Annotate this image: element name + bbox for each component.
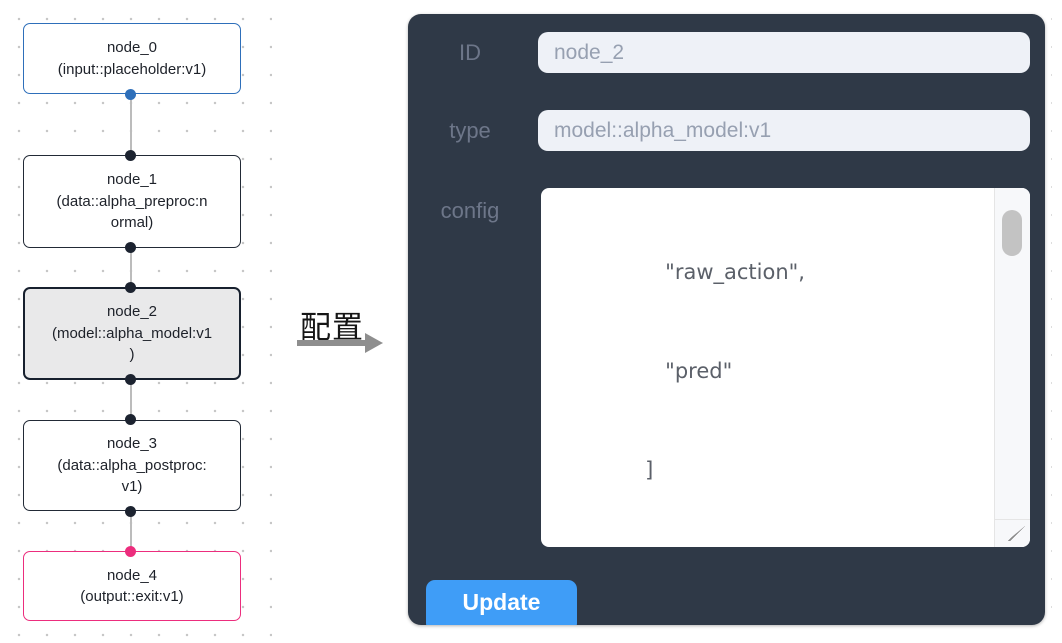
node-type-line: (data::alpha_preproc:n — [56, 192, 208, 210]
node-type-line: ormal) — [110, 214, 154, 232]
node-node_3[interactable]: node_3 (data::alpha_postproc: v1) — [23, 420, 241, 511]
port-handle-node4-in[interactable] — [125, 546, 136, 557]
node-type-line: (model::alpha_model:v1 — [51, 324, 213, 342]
node-title: node_1 — [106, 171, 158, 189]
node-type-line: ) — [129, 346, 135, 364]
node-config-panel: ID type config "raw_action", "pred" ] }, — [408, 14, 1045, 625]
node-node_0[interactable]: node_0 (input::placeholder:v1) — [23, 23, 241, 94]
node-title: node_2 — [106, 303, 158, 321]
config-textarea[interactable]: "raw_action", "pred" ] }, "trace": { "sc… — [541, 188, 1030, 547]
type-input[interactable] — [538, 110, 1030, 151]
right-arrow-icon — [297, 340, 367, 346]
config-scrollbar-thumb[interactable] — [1002, 210, 1022, 256]
id-field-label: ID — [459, 40, 481, 65]
node-type-line: v1) — [121, 478, 143, 496]
panel-canvas: ID type config "raw_action", "pred" ] }, — [392, 0, 1052, 631]
port-handle-node3-in[interactable] — [125, 414, 136, 425]
scrollbar-divider — [995, 519, 1030, 520]
port-handle-node2-in[interactable] — [125, 282, 136, 293]
node-title: node_0 — [106, 39, 158, 56]
node-node_1[interactable]: node_1 (data::alpha_preproc:n ormal) — [23, 155, 241, 248]
right-arrow-head-icon — [365, 333, 383, 353]
config-scrollbar-track — [994, 188, 1030, 547]
node-node_4[interactable]: node_4 (output::exit:v1) — [23, 551, 241, 621]
edge-node1-node2 — [130, 248, 132, 287]
id-input[interactable] — [538, 32, 1030, 73]
config-json-content: "raw_action", "pred" ] }, "trace": { "sc… — [545, 190, 993, 547]
edge-node3-node4 — [130, 511, 132, 551]
port-handle-node2-out[interactable] — [125, 374, 136, 385]
config-annotation-label: 配置 — [300, 310, 364, 345]
port-handle-node1-out[interactable] — [125, 242, 136, 253]
node-type-line: (output::exit:v1) — [80, 588, 184, 605]
node-type-line: (input::placeholder:v1) — [57, 60, 207, 78]
config-json-line: "raw_action", — [545, 260, 805, 284]
config-field-label: config — [440, 198, 500, 223]
update-button[interactable]: Update — [426, 580, 577, 625]
node-title: node_4 — [106, 566, 158, 584]
config-json-line: "pred" — [545, 359, 733, 383]
config-json-line: ] — [545, 458, 654, 482]
type-field-label: type — [449, 118, 491, 143]
port-handle-node0-out[interactable] — [125, 89, 136, 100]
edge-node0-node1 — [130, 94, 132, 155]
flow-canvas: node_0 (input::placeholder:v1) node_1 (d… — [0, 0, 272, 643]
port-handle-node3-out[interactable] — [125, 506, 136, 517]
node-type-line: (data::alpha_postproc: — [57, 456, 207, 474]
node-title: node_3 — [106, 435, 158, 453]
node-node_2-selected[interactable]: node_2 (model::alpha_model:v1 ) — [23, 287, 241, 380]
edge-node2-node3 — [130, 380, 132, 420]
port-handle-node1-in[interactable] — [125, 150, 136, 161]
textarea-resize-icon[interactable] — [1007, 526, 1025, 541]
